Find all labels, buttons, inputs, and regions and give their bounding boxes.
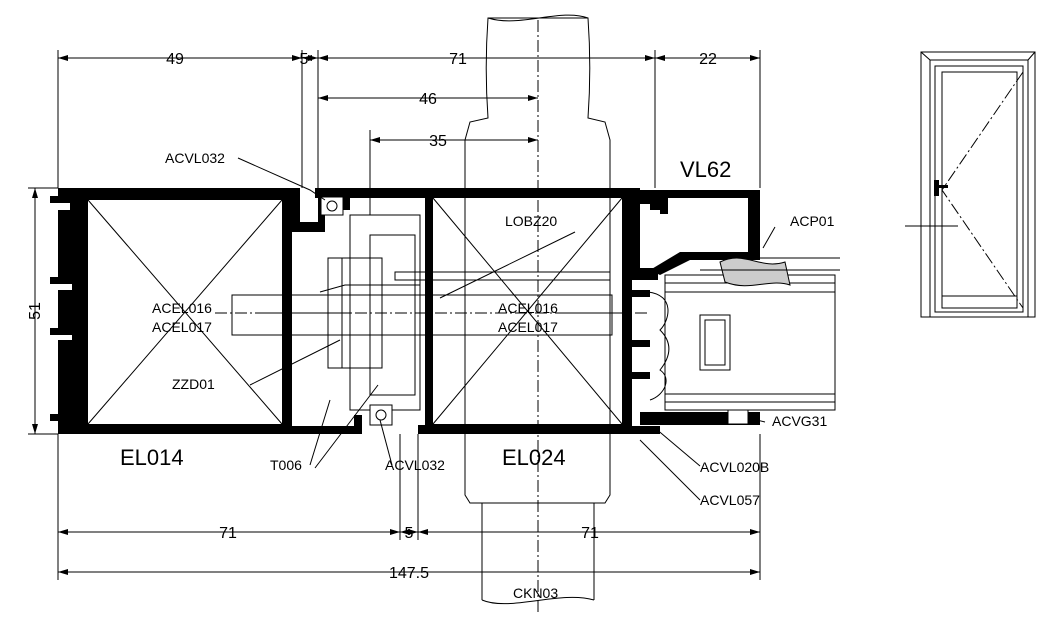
dim-35: 35 (429, 133, 447, 150)
label-el014: EL014 (120, 445, 184, 470)
label-el024: EL024 (502, 445, 566, 470)
label-zzd01: ZZD01 (172, 376, 215, 392)
label-ckn03: CKN03 (513, 585, 558, 601)
label-acvl032-top: ACVL032 (165, 150, 225, 166)
dim-71-bottom-right: 71 (581, 525, 599, 542)
leader-lines (237, 157, 776, 501)
label-acvg31: ACVG31 (772, 413, 827, 429)
dim-71-bottom-left: 71 (219, 525, 237, 542)
label-acvl020b: ACVL020B (700, 459, 769, 475)
dim-22: 22 (699, 51, 717, 68)
label-acp01: ACP01 (790, 213, 835, 229)
sash-profile-el024 (315, 188, 760, 434)
glass-unit (640, 257, 840, 425)
label-acel017-right: ACEL017 (498, 319, 558, 335)
dim-71-top: 71 (449, 51, 467, 68)
door-elevation (905, 51, 1036, 318)
label-acvl032-bottom: ACVL032 (385, 457, 445, 473)
label-acel017-left: ACEL017 (152, 319, 212, 335)
frame-profile-el014 (50, 188, 362, 434)
label-t006: T006 (270, 457, 302, 473)
label-vl62: VL62 (680, 157, 731, 182)
label-lobz20: LOBZ20 (505, 213, 557, 229)
dimensions: 49 5 71 22 46 35 51 71 5 71 147.5 (27, 50, 761, 582)
dim-49: 49 (166, 51, 184, 68)
dim-147-5: 147.5 (389, 565, 429, 582)
dim-5-top: 5 (300, 51, 309, 68)
dim-46: 46 (419, 91, 437, 108)
dim-5-bottom: 5 (405, 525, 414, 542)
label-acvl057: ACVL057 (700, 492, 760, 508)
label-acel016-right: ACEL016 (498, 300, 558, 316)
label-acel016-left: ACEL016 (152, 300, 212, 316)
dim-51: 51 (27, 302, 44, 320)
